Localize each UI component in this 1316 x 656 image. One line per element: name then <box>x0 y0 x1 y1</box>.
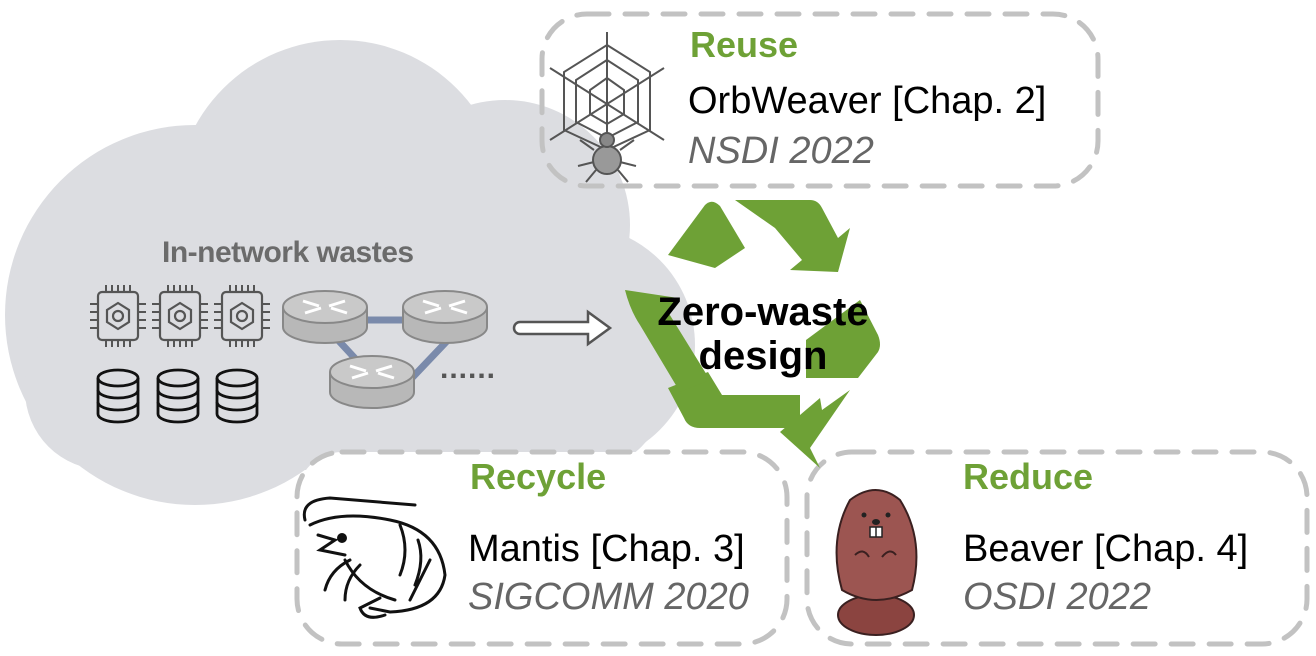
spider-web-icon <box>549 32 665 183</box>
center-label-line2: design <box>698 334 828 378</box>
beaver-icon <box>835 489 918 636</box>
reduce-box <box>804 449 1310 647</box>
shrimp-icon <box>302 496 447 619</box>
arrow-icon <box>512 309 613 347</box>
recycle-project: Mantis [Chap. 3] <box>468 528 745 570</box>
center-label-line1: Zero-waste <box>657 290 869 334</box>
cloud-title: In-network wastes <box>162 236 414 269</box>
recycle-category: Recycle <box>470 456 607 497</box>
reuse-venue: NSDI 2022 <box>688 130 874 172</box>
reuse-project: OrbWeaver [Chap. 2] <box>688 80 1047 122</box>
reuse-box <box>539 11 1101 189</box>
reduce-project: Beaver [Chap. 4] <box>963 528 1249 570</box>
reduce-category: Reduce <box>963 456 1094 497</box>
reuse-category: Reuse <box>690 24 799 65</box>
recycle-box <box>294 449 790 647</box>
more-ellipsis: ...... <box>440 352 497 385</box>
center-label: Zero-waste design <box>628 290 898 378</box>
recycle-venue: SIGCOMM 2020 <box>468 576 749 618</box>
reduce-venue: OSDI 2022 <box>963 576 1151 618</box>
